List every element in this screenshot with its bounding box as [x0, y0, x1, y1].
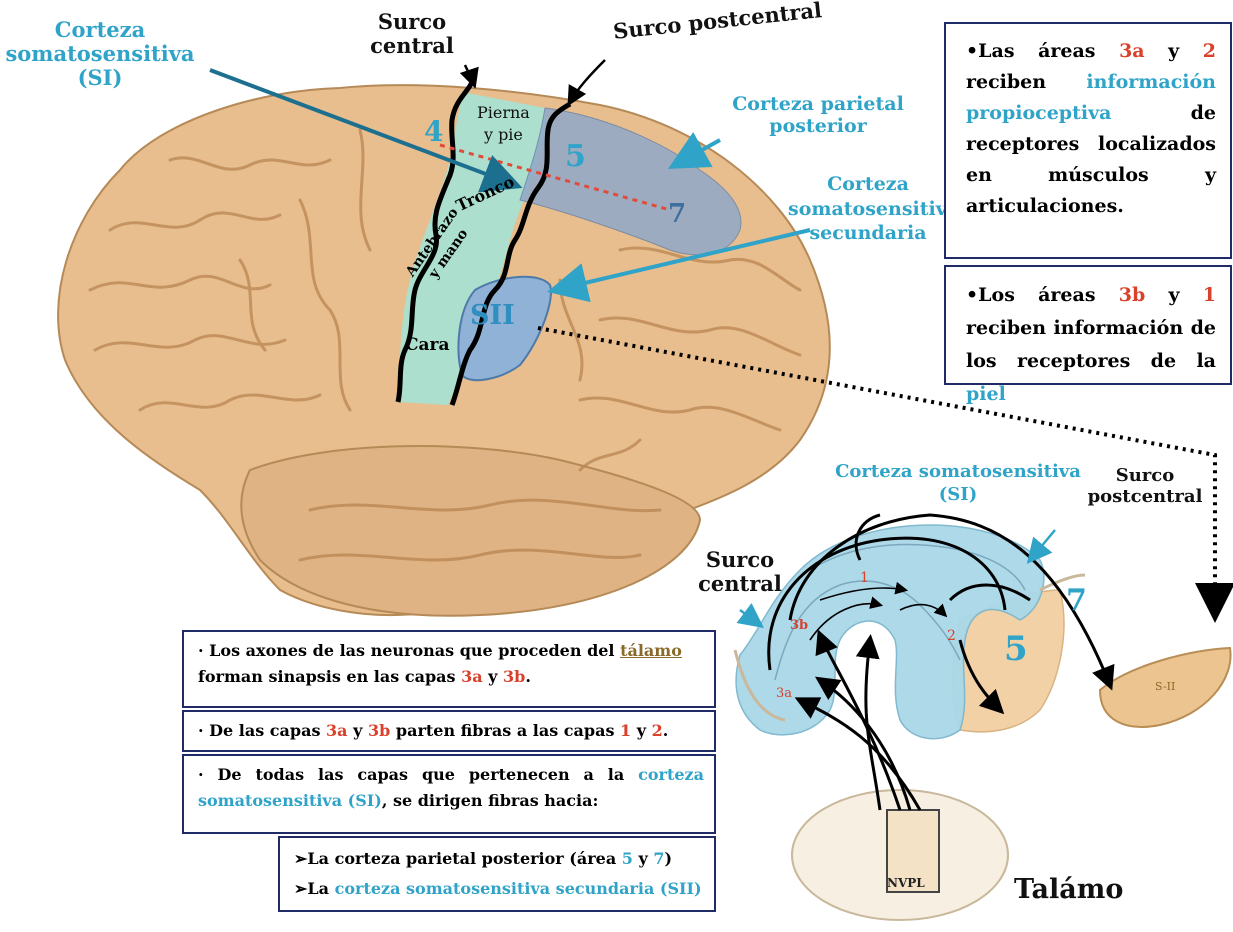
text: . [663, 721, 669, 740]
central-sulcus-label: Surco central [352, 10, 472, 58]
secondary-line3: secundaria [788, 221, 948, 246]
cortex-section-illustration [735, 515, 1231, 920]
text: Los áreas [978, 284, 1119, 306]
layer-3b: 3b [503, 667, 525, 686]
text: reciben información de los receptores de… [966, 317, 1216, 372]
layer-3a: 3a [461, 667, 483, 686]
face-label: Cara [405, 335, 450, 355]
si-cortex-label: Corteza somatosensitiva (SI) [0, 18, 200, 90]
section-si-line1: Corteza somatosensitiva [828, 460, 1088, 483]
note-all-layers: · De todas las capas que pertenecen a la… [182, 754, 716, 834]
text: y [1145, 284, 1202, 306]
section-layer-3b: 3b [790, 618, 808, 633]
posterior-parietal-label: Corteza parietal posterior [708, 94, 928, 138]
talamo-label: Talámo [1014, 874, 1123, 905]
text: y [631, 721, 651, 740]
section-sii-small: S-II [1155, 680, 1175, 693]
note-targets: ➢La corteza parietal posterior (área 5 y… [278, 836, 716, 912]
text: y [348, 721, 368, 740]
text: De todas las capas que pertenecen a la [218, 765, 639, 784]
section-central-line1: Surco [680, 548, 800, 572]
sii-area-label: SII [470, 300, 515, 331]
area-4-label: 4 [424, 116, 443, 148]
text: y [633, 849, 653, 868]
bullet: • [966, 284, 978, 306]
proprioceptive-info-box: •Las áreas 3a y 2 reciben información pr… [944, 22, 1232, 259]
note-thalamus-axons: · Los axones de las neuronas que procede… [182, 630, 716, 708]
area-7: 7 [653, 849, 664, 868]
section-area-7: 7 [1066, 584, 1087, 619]
text: , se dirigen fibras hacia: [382, 791, 599, 810]
text: y [1145, 40, 1203, 62]
bullet: • [966, 40, 978, 62]
si-label-line2: somatosensitiva [0, 42, 200, 66]
text: ) [665, 849, 673, 868]
text: Los axones de las neuronas que proceden … [209, 641, 620, 660]
target-secondary-cortex: ➢La corteza somatosensitiva secundaria (… [294, 874, 704, 904]
text: Las áreas [978, 40, 1119, 62]
skin-info-box: •Los áreas 3b y 1 reciben información de… [944, 265, 1232, 385]
text: forman sinapsis en las capas [198, 667, 461, 686]
target-posterior-parietal: ➢La corteza parietal posterior (área 5 y… [294, 844, 704, 874]
leg-line2: y pie [477, 124, 530, 146]
section-layer-3a: 3a [776, 686, 792, 701]
talamo-link-text: tálamo [620, 641, 682, 660]
section-postcentral-line2: postcentral [1080, 487, 1210, 508]
si-label-line1: Corteza [0, 18, 200, 42]
leg-foot-label: Pierna y pie [477, 102, 530, 145]
postcentral-pointer [570, 60, 605, 102]
text: parten fibras a las capas [390, 721, 620, 740]
section-postcentral-label: Surco postcentral [1080, 466, 1210, 507]
layer-3b: 3b [368, 721, 390, 740]
section-si-title: Corteza somatosensitiva (SI) [828, 460, 1088, 507]
text: reciben [966, 71, 1086, 93]
area-1: 1 [1203, 284, 1216, 306]
area-3b: 3b [1119, 284, 1146, 306]
area-7-label: 7 [668, 200, 686, 230]
section-si-line2: (SI) [828, 483, 1088, 506]
skin-highlight: piel [966, 383, 1006, 405]
text: La corteza parietal posterior (área [307, 849, 621, 868]
text: De las capas [209, 721, 326, 740]
layer-2: 2 [652, 721, 663, 740]
si-label-line3: (SI) [0, 66, 200, 90]
layer-1: 1 [620, 721, 631, 740]
leg-line1: Pierna [477, 102, 530, 124]
area-3a: 3a [1119, 40, 1145, 62]
note-layer-fibers: · De las capas 3a y 3b parten fibras a l… [182, 710, 716, 752]
section-layer-2: 2 [947, 628, 956, 644]
central-sulcus-pointer [465, 65, 474, 84]
text: La [307, 879, 334, 898]
section-central-label: Surco central [680, 548, 800, 596]
layer-3a: 3a [326, 721, 348, 740]
secondary-line1: Corteza [788, 172, 948, 197]
section-postcentral-line1: Surco [1080, 466, 1210, 487]
section-layer-1: 1 [860, 570, 869, 586]
secondary-line2: somatosensitiva [788, 197, 948, 222]
nvpl-label: NVPL [887, 876, 925, 890]
area-2: 2 [1203, 40, 1216, 62]
sii-highlight: corteza somatosensitiva secundaria (SII) [335, 879, 702, 898]
central-sulcus-line1: Surco [352, 10, 472, 34]
section-central-line2: central [680, 572, 800, 596]
area-5: 5 [622, 849, 633, 868]
central-sulcus-line2: central [352, 34, 472, 58]
area-5-label: 5 [565, 140, 586, 175]
text: . [525, 667, 531, 686]
posterior-parietal-line1: Corteza parietal [708, 94, 928, 116]
section-area-5: 5 [1004, 630, 1028, 669]
secondary-cortex-label: Corteza somatosensitiva secundaria [788, 172, 948, 246]
posterior-parietal-line2: posterior [708, 116, 928, 138]
text: y [483, 667, 503, 686]
